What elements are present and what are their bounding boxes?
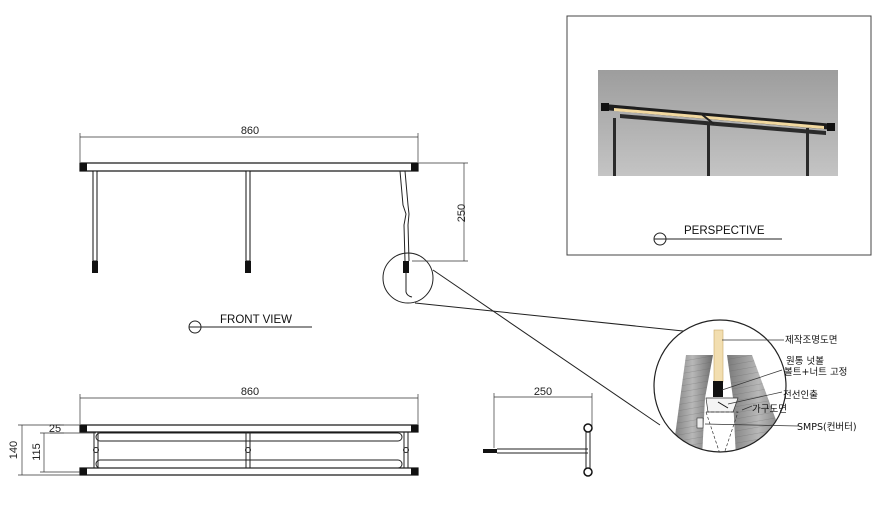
front-width-dimension: 860	[79, 125, 419, 162]
side-width-label: 250	[534, 386, 552, 398]
plan-inner-label: 115	[31, 443, 43, 461]
plan-view: 860 140 115	[8, 386, 419, 476]
plan-width-dimension: 860	[79, 386, 419, 424]
side-width-dimension: 250	[493, 386, 593, 448]
plan-inner-dimension: 115	[31, 432, 96, 473]
perspective-panel: PERSPECTIVE	[566, 15, 872, 256]
side-rail-top	[583, 423, 593, 433]
detail-view: 제작조명도면 원통 넛볼 볼트+너트 고정 전선인출 가구도면 SMPS(컨버터…	[653, 319, 857, 453]
side-rail-bottom	[583, 467, 593, 477]
front-leg-left	[92, 170, 98, 273]
plan-light-bar-top	[95, 432, 403, 442]
note-smps-converter: SMPS(컨버터)	[797, 422, 857, 433]
front-end-cap-right	[411, 163, 418, 171]
plan-rail-top	[79, 424, 419, 433]
perspective-photo	[598, 70, 838, 176]
plan-depth-label: 140	[8, 441, 20, 459]
plan-small-label: 25	[49, 423, 61, 435]
note-furniture-drawing: 가구도면	[752, 404, 787, 415]
detail-circle-outline	[653, 319, 787, 453]
plan-small-dimension: 25	[49, 423, 64, 435]
plan-light-bar-bottom	[95, 459, 403, 469]
side-view: 250	[483, 386, 593, 477]
note-lighting-drawing: 제작조명도면	[785, 335, 837, 346]
front-height-dimension: 250	[412, 162, 468, 262]
perspective-label: PERSPECTIVE	[684, 225, 765, 237]
front-leg-right	[399, 170, 410, 273]
note-bolt-nut-fixed: 볼트+너트 고정	[784, 367, 847, 378]
front-view: 860 250	[79, 125, 468, 334]
front-width-label: 860	[241, 125, 259, 137]
note-cylinder-nut-bolt: 원통 넛볼	[786, 356, 824, 367]
detail-leader-lower	[432, 269, 661, 426]
front-end-cap-left	[80, 163, 87, 171]
detail-callout-cable	[405, 272, 413, 298]
plan-rail-bottom	[79, 467, 419, 476]
plan-width-label: 860	[241, 386, 259, 398]
perspective-title: PERSPECTIVE	[653, 225, 782, 246]
front-top-bar	[79, 162, 419, 172]
side-cable-end	[483, 449, 497, 453]
plan-depth-dimension: 140	[8, 424, 80, 476]
front-height-label: 250	[456, 204, 468, 222]
front-view-title: FRONT VIEW	[188, 314, 312, 334]
note-wire-outlet: 전선인출	[783, 390, 818, 401]
detail-callout-circle	[382, 252, 434, 304]
front-view-label: FRONT VIEW	[220, 314, 292, 326]
front-leg-middle	[245, 170, 251, 273]
